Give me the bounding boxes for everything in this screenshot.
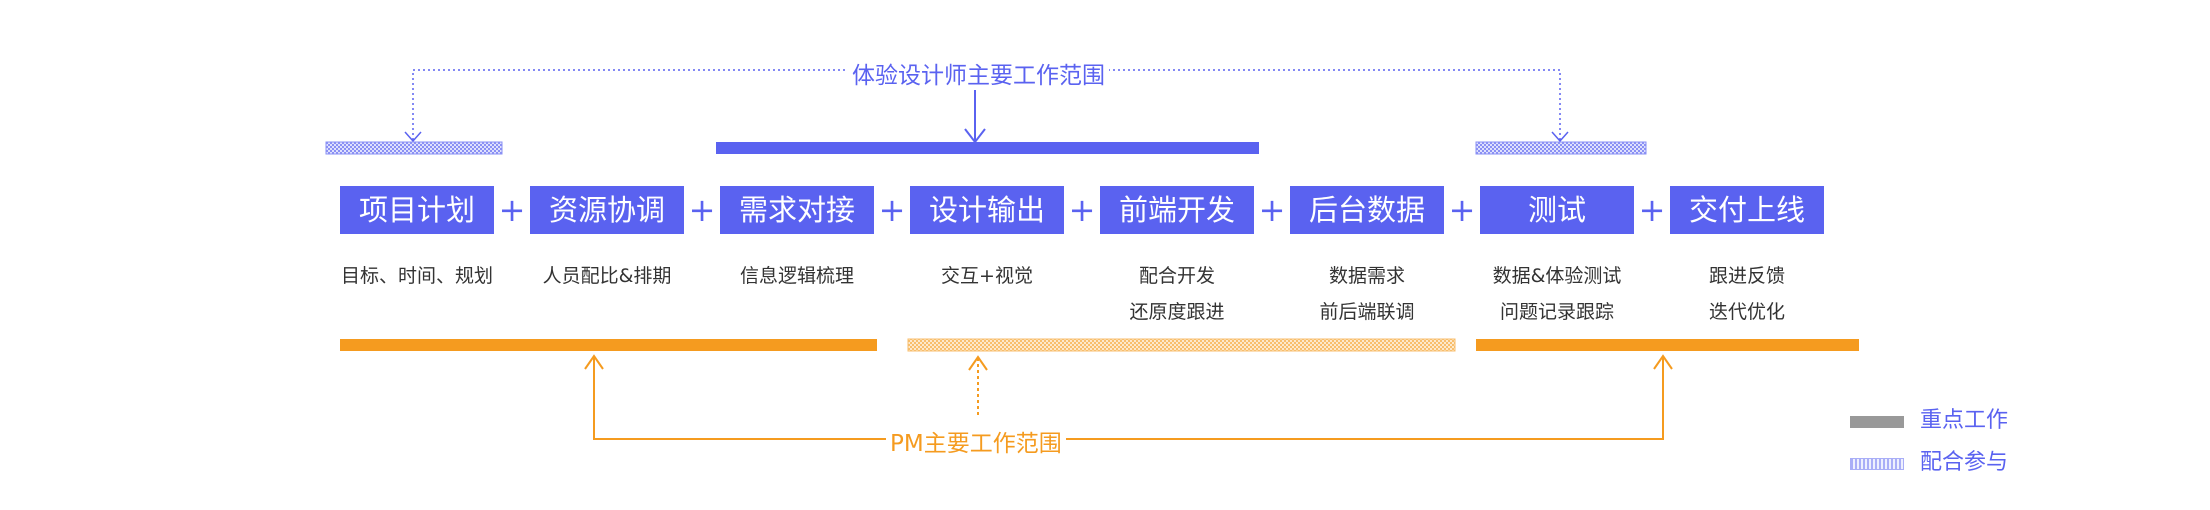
desc-line: 前后端联调 [1319, 301, 1415, 323]
step-design-output: 设计输出 [910, 186, 1064, 234]
desc-line: 目标、时间、规划 [340, 265, 493, 287]
plus-sign: + [1638, 191, 1666, 229]
designer-scope-label: 体验设计师主要工作范围 [848, 56, 1109, 90]
step-resource-coordination: 资源协调 [530, 186, 684, 234]
plus-sign: + [1068, 191, 1096, 229]
step-requirement-alignment: 需求对接 [720, 186, 874, 234]
legend-assist-label: 配合参与 [1920, 450, 2009, 475]
desc-line: 配合开发 [1138, 265, 1215, 287]
desc-line: 问题记录跟踪 [1499, 301, 1614, 323]
plus-sign: + [688, 191, 716, 229]
designer-scope-group [325, 69, 1647, 155]
pm-assist-bar [907, 338, 1456, 352]
step-desc-project-plan: 目标、时间、规划 [317, 258, 517, 294]
desc-line: 跟进反馈 [1708, 265, 1785, 287]
pm-center-arrowhead [968, 355, 988, 371]
pm-focus-bar-right [1476, 339, 1859, 351]
step-desc-delivery-launch: 跟进反馈 迭代优化 [1647, 258, 1847, 330]
legend-focus-swatch [1850, 416, 1904, 428]
designer-left-arrowhead [404, 131, 422, 143]
step-desc-resource-coordination: 人员配比&排期 [507, 258, 707, 294]
pm-right-arrowhead [1653, 354, 1673, 370]
step-desc-backend-data: 数据需求 前后端联调 [1267, 258, 1467, 330]
step-delivery-launch: 交付上线 [1670, 186, 1824, 234]
designer-assist-bar-right [1475, 141, 1647, 155]
step-frontend-dev: 前端开发 [1100, 186, 1254, 234]
plus-sign: + [1448, 191, 1476, 229]
desc-line: 数据&体验测试 [1492, 265, 1622, 287]
legend-focus-label: 重点工作 [1920, 408, 2009, 433]
plus-sign: + [878, 191, 906, 229]
desc-line: 数据需求 [1328, 265, 1405, 287]
designer-right-arrowhead [1551, 131, 1569, 143]
designer-scope-bracket [412, 69, 1561, 140]
pm-left-arrowhead [584, 354, 604, 370]
legend-assist-swatch [1850, 458, 1904, 470]
step-desc-testing: 数据&体验测试 问题记录跟踪 [1457, 258, 1657, 330]
step-testing: 测试 [1480, 186, 1634, 234]
pm-scope-bracket [593, 357, 1664, 440]
pm-scope-label: PM主要工作范围 [886, 424, 1066, 458]
desc-line: 迭代优化 [1708, 301, 1785, 323]
designer-focus-bar [716, 142, 1259, 154]
desc-line: 交互+视觉 [941, 265, 1033, 287]
desc-line: 还原度跟进 [1129, 301, 1225, 323]
desc-line: 信息逻辑梳理 [739, 265, 854, 287]
step-desc-design-output: 交互+视觉 [887, 258, 1087, 294]
step-backend-data: 后台数据 [1290, 186, 1444, 234]
pm-scope-group [340, 338, 1859, 440]
step-project-plan: 项目计划 [340, 186, 494, 234]
desc-line: 人员配比&排期 [542, 265, 672, 287]
plus-sign: + [1258, 191, 1286, 229]
designer-assist-bar-left [325, 141, 503, 155]
step-desc-requirement-alignment: 信息逻辑梳理 [697, 258, 897, 294]
plus-sign: + [498, 191, 526, 229]
pm-focus-bar-left [340, 339, 877, 351]
step-desc-frontend-dev: 配合开发 还原度跟进 [1077, 258, 1277, 330]
